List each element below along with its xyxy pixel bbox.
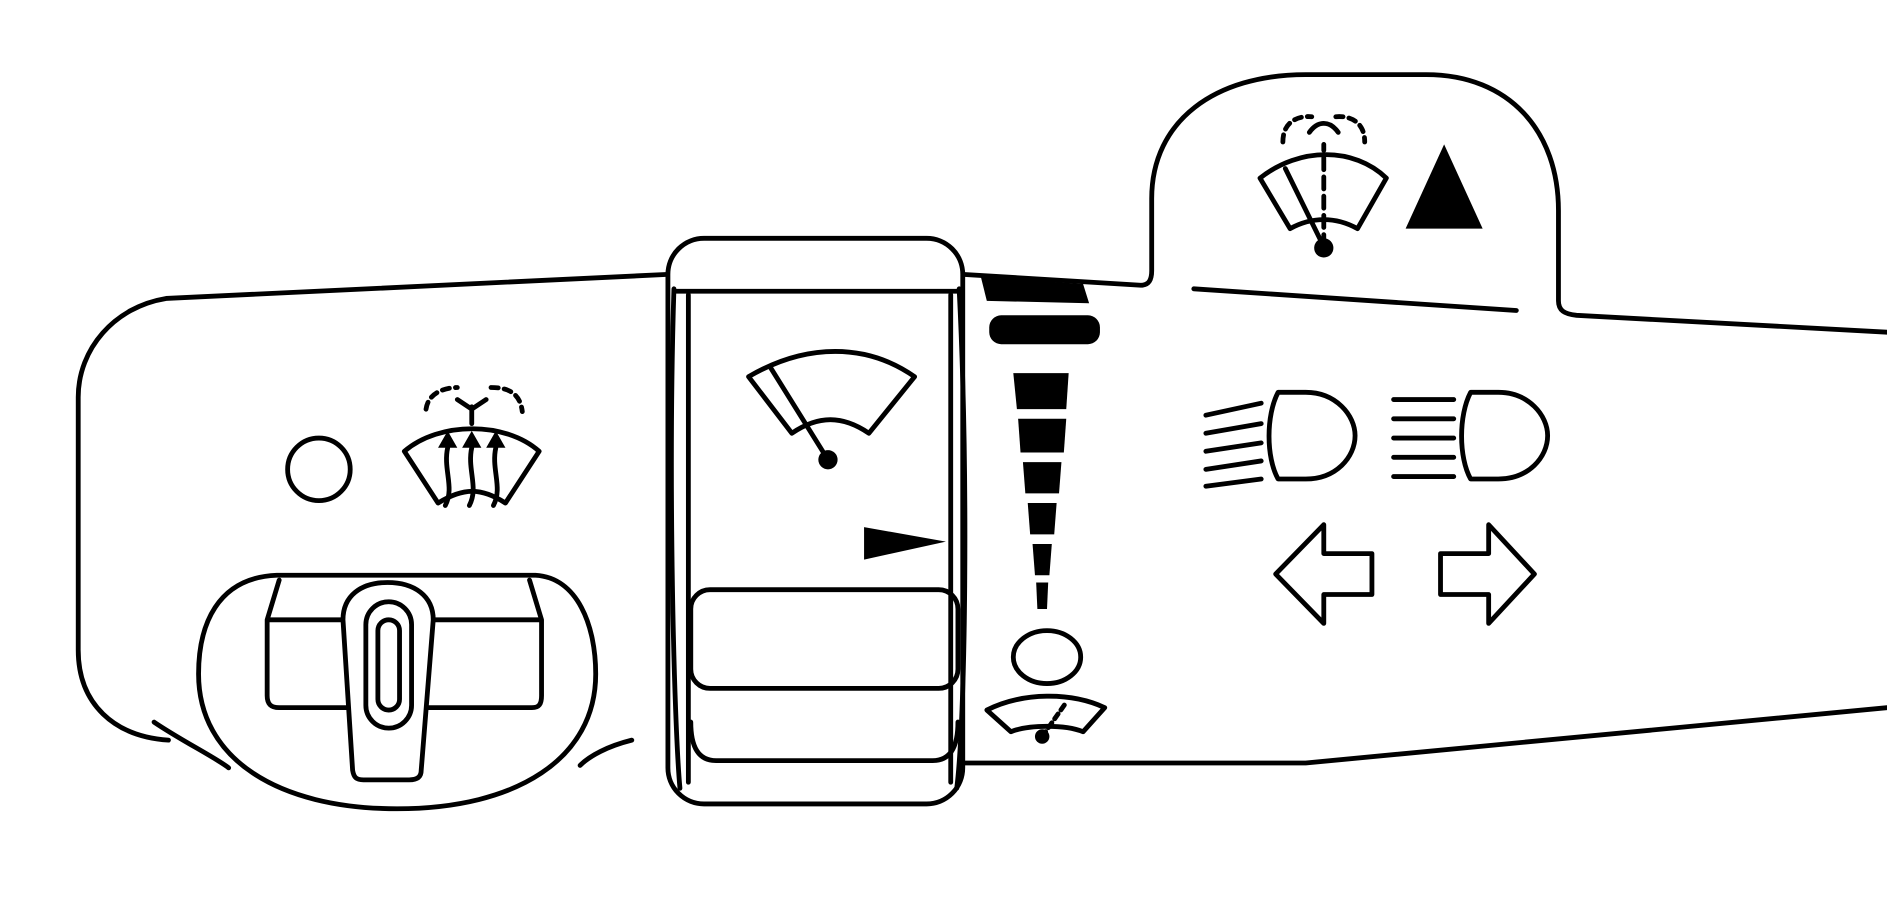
windshield-washer-icon: [401, 385, 542, 508]
wiper-mist-icon: [1257, 114, 1483, 258]
headlamp-low-beam-icon: [1203, 389, 1358, 489]
turn-right-arrow-icon: [1438, 522, 1537, 626]
wiper-off-circle-icon: [1010, 628, 1084, 686]
position-pointer-icon: [864, 527, 946, 560]
wiper-speed-increasing-bars-icon: [980, 276, 1100, 609]
wiper-delay-icon: [746, 349, 918, 470]
indicator-circle-icon: [285, 435, 353, 504]
lever-inner-line: [1191, 286, 1519, 313]
turn-left-arrow-icon: [1273, 522, 1375, 626]
wiper-slider-button[interactable]: [665, 235, 968, 807]
wiper-rotary-knob-icon: [196, 572, 599, 812]
headlamp-high-beam-icon: [1391, 389, 1551, 482]
wiper-intermittent-icon: [984, 693, 1108, 744]
lever-body-outline: [75, 72, 1887, 766]
